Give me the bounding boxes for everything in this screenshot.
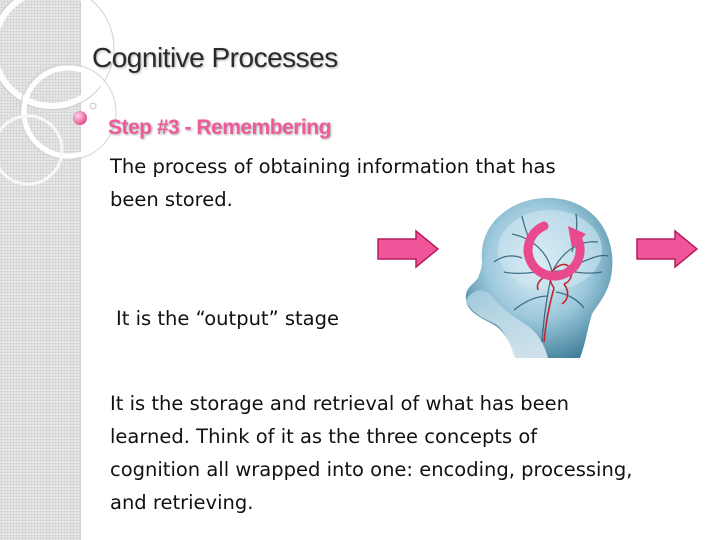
slide-title: Cognitive Processes: [92, 42, 338, 73]
arrow-right-icon: [377, 229, 440, 269]
definition-paragraph: The process of obtaining information tha…: [110, 150, 670, 216]
brain-scan-image: [465, 197, 613, 358]
deco-circle-small: [21, 65, 115, 159]
explanation-line-4: and retrieving.: [110, 491, 254, 514]
definition-line-2: been stored.: [110, 188, 233, 211]
deco-circle-small-outline: [19, 63, 117, 161]
definition-line-1: The process of obtaining information tha…: [110, 155, 556, 178]
arrow-right-icon: [636, 229, 699, 269]
step-heading: Step #3 - Remembering: [108, 116, 331, 139]
explanation-line-2: learned. Think of it as the three concep…: [110, 425, 538, 448]
deco-circle-large: [0, 0, 113, 109]
output-stage-text: It is the “output” stage: [116, 307, 340, 330]
bullet-dot-icon: [73, 111, 87, 125]
deco-circle-large-outline: [0, 0, 115, 111]
explanation-line-1: It is the storage and retrieval of what …: [110, 392, 569, 415]
circular-arrow-icon: [523, 221, 586, 281]
explanation-paragraph: It is the storage and retrieval of what …: [110, 387, 720, 519]
bullet-dot-small-icon: [89, 102, 97, 110]
deco-circle-mid: [0, 114, 64, 186]
explanation-line-3: cognition all wrapped into one: encoding…: [110, 458, 633, 481]
